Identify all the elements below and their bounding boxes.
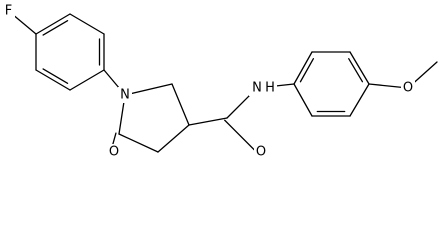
atom-labels-group: F N O N H O O	[2, 3, 415, 160]
amide-hydrogen-label: H	[265, 81, 275, 96]
amide-oxygen-atom: O	[254, 144, 268, 160]
fluorine-atom: F	[2, 3, 15, 19]
amide-nitrogen-label: N	[252, 81, 262, 96]
bond-B1-B2	[293, 51, 313, 85]
bond-C4-C3	[157, 124, 190, 153]
methoxy-oxygen-atom: O	[401, 80, 415, 96]
double-bond-B3-B4	[348, 58, 364, 83]
bond-A4-A5	[69, 69, 105, 91]
pyrrolidine-nitrogen-label: N	[120, 88, 130, 103]
bond-A2-A3	[69, 13, 105, 35]
methoxy-oxygen-label: O	[403, 81, 413, 96]
structure-svg: F N O N H O O	[2, 3, 438, 160]
bond-C4-CA	[188, 117, 228, 126]
bond-N1-C5	[124, 83, 173, 96]
double-bond-CA-O2	[224, 119, 260, 155]
lactam-oxygen-atom: O	[107, 144, 121, 160]
bond-B3-B4	[349, 51, 370, 85]
pyrrolidine-nitrogen-atom: N	[118, 87, 132, 103]
bond-A5-A6	[35, 69, 71, 91]
amide-nitrogen-atom: N H	[249, 80, 277, 96]
amide-oxygen-label: O	[256, 145, 266, 160]
fluorine-label: F	[5, 4, 12, 19]
bond-B6-B1	[293, 83, 313, 117]
double-bond-A1-A2	[42, 19, 69, 36]
lactam-oxygen-label: O	[109, 145, 119, 160]
bond-C5-C4	[171, 83, 190, 126]
molecule-diagram: F N O N H O O	[2, 3, 438, 160]
double-bond-B1-B2	[299, 58, 315, 83]
bond-B4-B5	[349, 83, 370, 117]
bond-A1-A2	[35, 13, 71, 35]
bonds-group	[7, 10, 438, 155]
double-bond-A5-A6	[42, 68, 69, 85]
bond-C3-C2	[118, 133, 159, 153]
